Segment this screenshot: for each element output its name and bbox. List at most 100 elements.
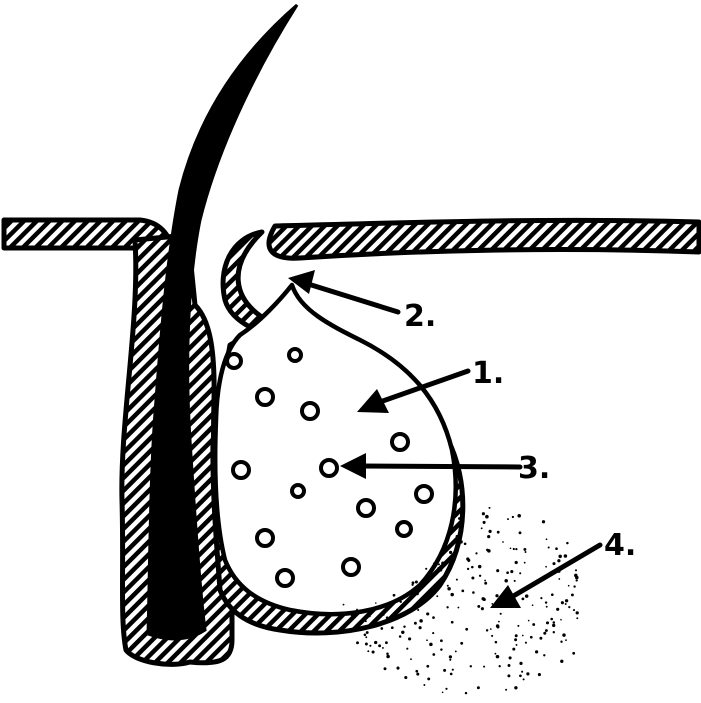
stipple-dot <box>553 621 556 624</box>
stipple-dot <box>553 631 555 633</box>
stipple-dot <box>443 669 446 672</box>
stipple-dot <box>478 565 481 568</box>
stipple-dot <box>436 595 438 597</box>
stipple-dot <box>414 622 417 625</box>
stipple-dot <box>386 616 389 619</box>
stipple-dot <box>460 512 463 515</box>
label-1: 1. <box>472 356 504 391</box>
stipple-dot <box>546 621 549 624</box>
stipple-dot <box>489 507 491 509</box>
stipple-dot <box>515 634 518 637</box>
stipple-dot <box>543 632 546 635</box>
stipple-dot <box>382 613 385 616</box>
stipple-dot <box>565 599 568 602</box>
stipple-dot <box>365 620 367 622</box>
stipple-dot <box>465 692 467 694</box>
stipple-dot <box>449 659 451 661</box>
stipple-dot <box>514 580 516 582</box>
stipple-dot <box>496 569 499 572</box>
stipple-dot <box>504 579 508 583</box>
stipple-dot <box>546 606 548 608</box>
stipple-dot <box>491 635 493 637</box>
stipple-dot <box>429 643 433 647</box>
stipple-dot <box>374 641 377 644</box>
stipple-dot <box>552 562 555 565</box>
stipple-dot <box>426 665 429 668</box>
stipple-dot <box>509 656 512 659</box>
stipple-dot <box>543 654 545 656</box>
stipple-dot <box>365 643 368 646</box>
stipple-dot <box>365 636 367 638</box>
stipple-dot <box>399 635 402 638</box>
stipple-dot <box>449 551 452 554</box>
stipple-dot <box>564 554 568 558</box>
label-3: 3. <box>518 451 550 486</box>
stipple-dot <box>395 599 397 601</box>
stipple-dot <box>447 585 449 587</box>
stipple-dot <box>382 647 384 649</box>
stipple-dot <box>419 619 423 623</box>
stipple-dot <box>438 563 440 565</box>
stipple-dot <box>535 650 538 653</box>
stipple-dot <box>506 571 509 574</box>
stipple-dot <box>507 674 510 677</box>
stipple-dot <box>558 578 560 580</box>
stipple-dot <box>470 665 472 667</box>
stipple-dot <box>449 655 452 658</box>
stipple-dot <box>477 686 480 689</box>
stipple-dot <box>502 541 504 543</box>
stipple-dot <box>528 620 530 622</box>
stipple-dot <box>545 601 547 603</box>
stipple-dot <box>406 648 408 650</box>
stipple-dot <box>552 624 555 627</box>
stipple-dot <box>456 535 459 538</box>
stipple-dot <box>515 548 517 550</box>
stipple-dot <box>561 601 564 604</box>
stipple-dot <box>367 650 369 652</box>
stipple-dot <box>416 673 419 676</box>
stipple-dot <box>516 644 518 646</box>
stipple-dot <box>495 641 498 644</box>
stipple-dot <box>452 669 454 671</box>
stipple-dot <box>375 602 377 604</box>
stipple-dot <box>396 667 399 670</box>
stipple-dot <box>356 641 359 644</box>
stipple-dot <box>481 527 483 529</box>
stipple-dot <box>432 632 434 634</box>
stipple-dot <box>507 518 509 520</box>
stipple-dot <box>490 628 492 630</box>
droplet <box>289 349 301 361</box>
stipple-dot <box>497 531 500 534</box>
stipple-dot <box>568 585 570 587</box>
stipple-dot <box>505 689 507 691</box>
stipple-dot <box>522 598 525 601</box>
stipple-dot <box>399 601 401 603</box>
droplet <box>257 389 273 405</box>
stipple-dot <box>532 604 534 606</box>
stipple-dot <box>482 512 485 515</box>
stipple-dot <box>483 666 485 668</box>
label-2: 2. <box>404 299 436 334</box>
stipple-dot <box>451 621 454 624</box>
stipple-dot <box>573 585 575 587</box>
stipple-dot <box>551 593 554 596</box>
droplet <box>392 434 408 450</box>
stipple-dot <box>441 562 444 565</box>
stipple-dot <box>412 581 415 584</box>
stipple-dot <box>363 610 366 613</box>
stipple-dot <box>487 535 490 538</box>
stipple-dot <box>574 574 578 578</box>
stipple-dot <box>576 579 578 581</box>
stipple-dot <box>546 538 548 540</box>
stipple-dot <box>556 608 559 611</box>
stipple-dot <box>568 606 570 608</box>
stipple-dot <box>517 514 521 518</box>
stipple-dot <box>499 665 501 667</box>
stipple-dot <box>486 549 489 552</box>
stipple-dot <box>416 592 419 595</box>
stipple-dot <box>565 639 567 641</box>
stipple-dot <box>555 547 558 550</box>
stipple-dot <box>410 658 412 660</box>
stipple-dot <box>442 691 444 693</box>
